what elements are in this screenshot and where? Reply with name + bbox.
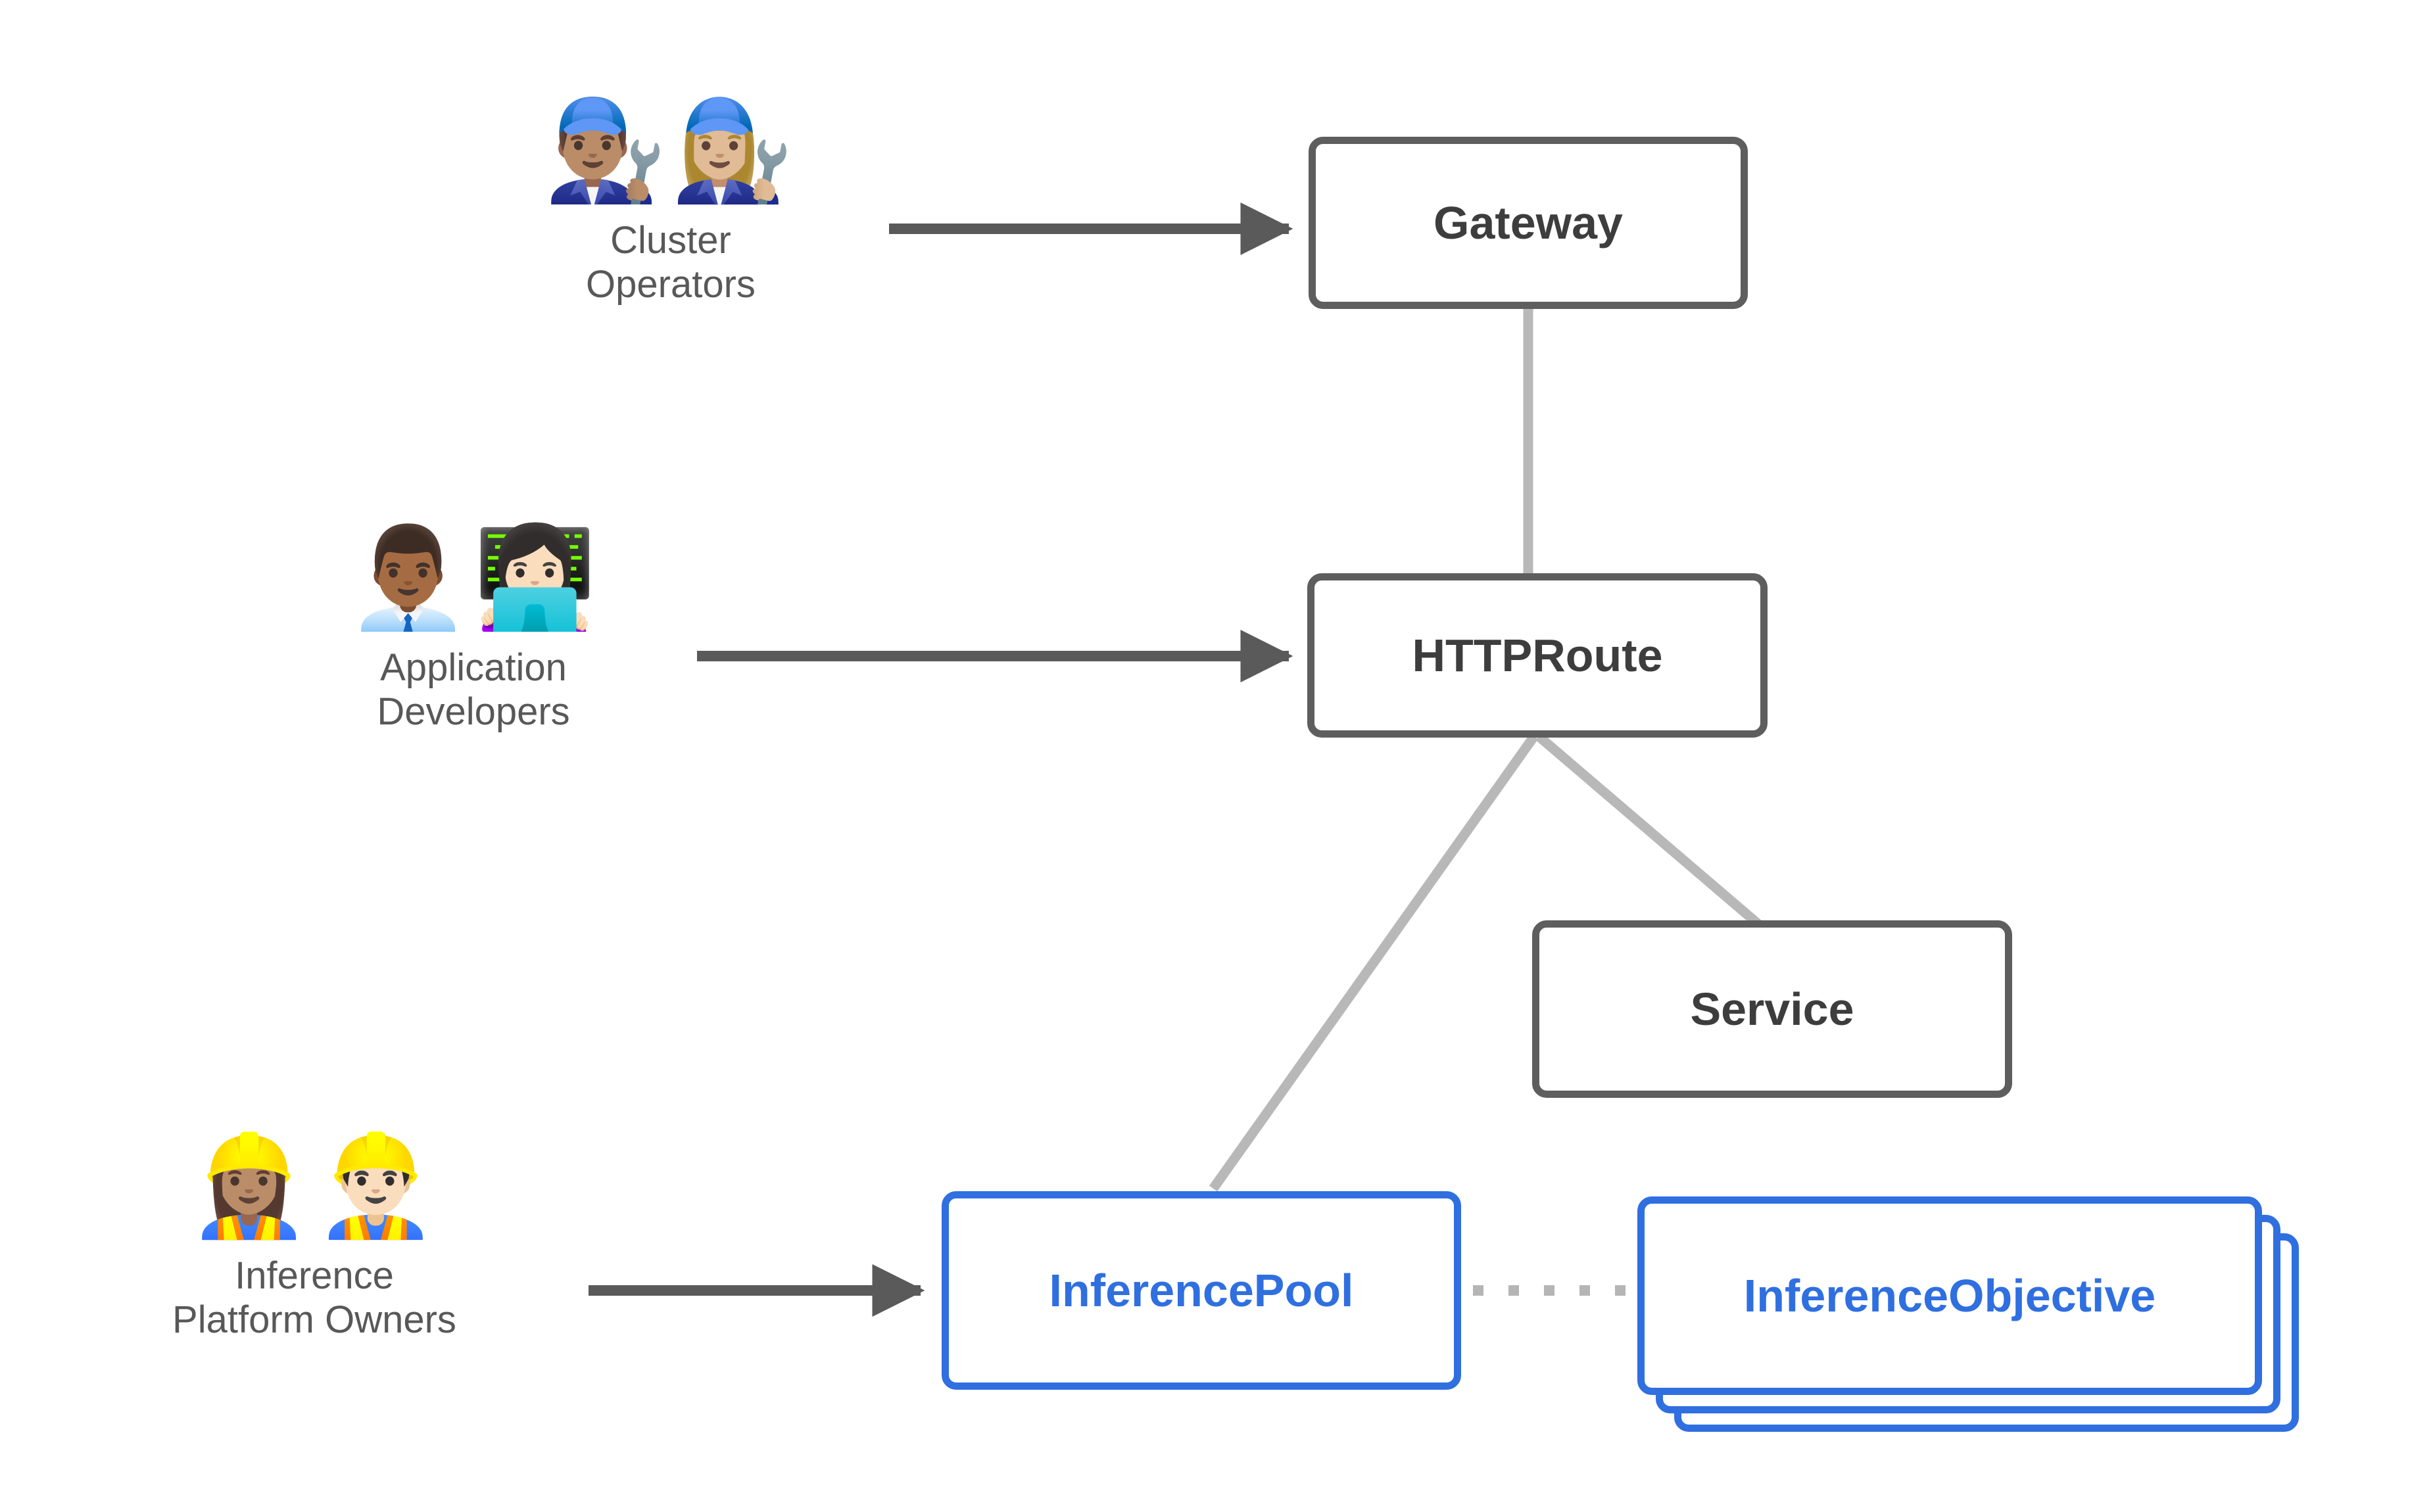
persona-inference-platform-owners: 👷🏽‍♀️👷🏻‍♂️ Inference Platform Owners (78, 1127, 551, 1342)
cluster-operators-label: Cluster Operators (586, 219, 756, 306)
node-gateway-label: Gateway (1433, 197, 1623, 248)
inference-platform-owners-label: Inference Platform Owners (172, 1254, 456, 1342)
node-inferenceobjective-label: InferenceObjective (1743, 1270, 2156, 1321)
link-httproute-inferencepool (1209, 733, 1539, 1192)
cluster-operators-emoji-icon: 👨🏽‍🔧👩🏼‍🔧 (544, 93, 798, 208)
link-httproute-service (1535, 732, 1779, 943)
node-gateway[interactable]: Gateway (1309, 137, 1748, 309)
node-inferencepool[interactable]: InferencePool (942, 1191, 1461, 1390)
application-developers-emoji-icon: 👨🏾‍💼👩🏻‍💻 (347, 521, 600, 635)
node-httproute-label: HTTPRoute (1412, 630, 1663, 681)
application-developers-label: Application Developers (377, 646, 570, 734)
persona-application-developers: 👨🏾‍💼👩🏻‍💻 Application Developers (237, 519, 710, 734)
node-httproute[interactable]: HTTPRoute (1307, 573, 1768, 738)
node-inferencepool-label: InferencePool (1049, 1265, 1354, 1316)
node-service-label: Service (1690, 983, 1854, 1035)
persona-cluster-operators: 👨🏽‍🔧👩🏼‍🔧 Cluster Operators (434, 92, 907, 307)
node-inferenceobjective[interactable]: InferenceObjective (1637, 1196, 2262, 1395)
inference-platform-owners-emoji-icon: 👷🏽‍♀️👷🏻‍♂️ (187, 1129, 441, 1243)
node-service[interactable]: Service (1532, 920, 2012, 1098)
